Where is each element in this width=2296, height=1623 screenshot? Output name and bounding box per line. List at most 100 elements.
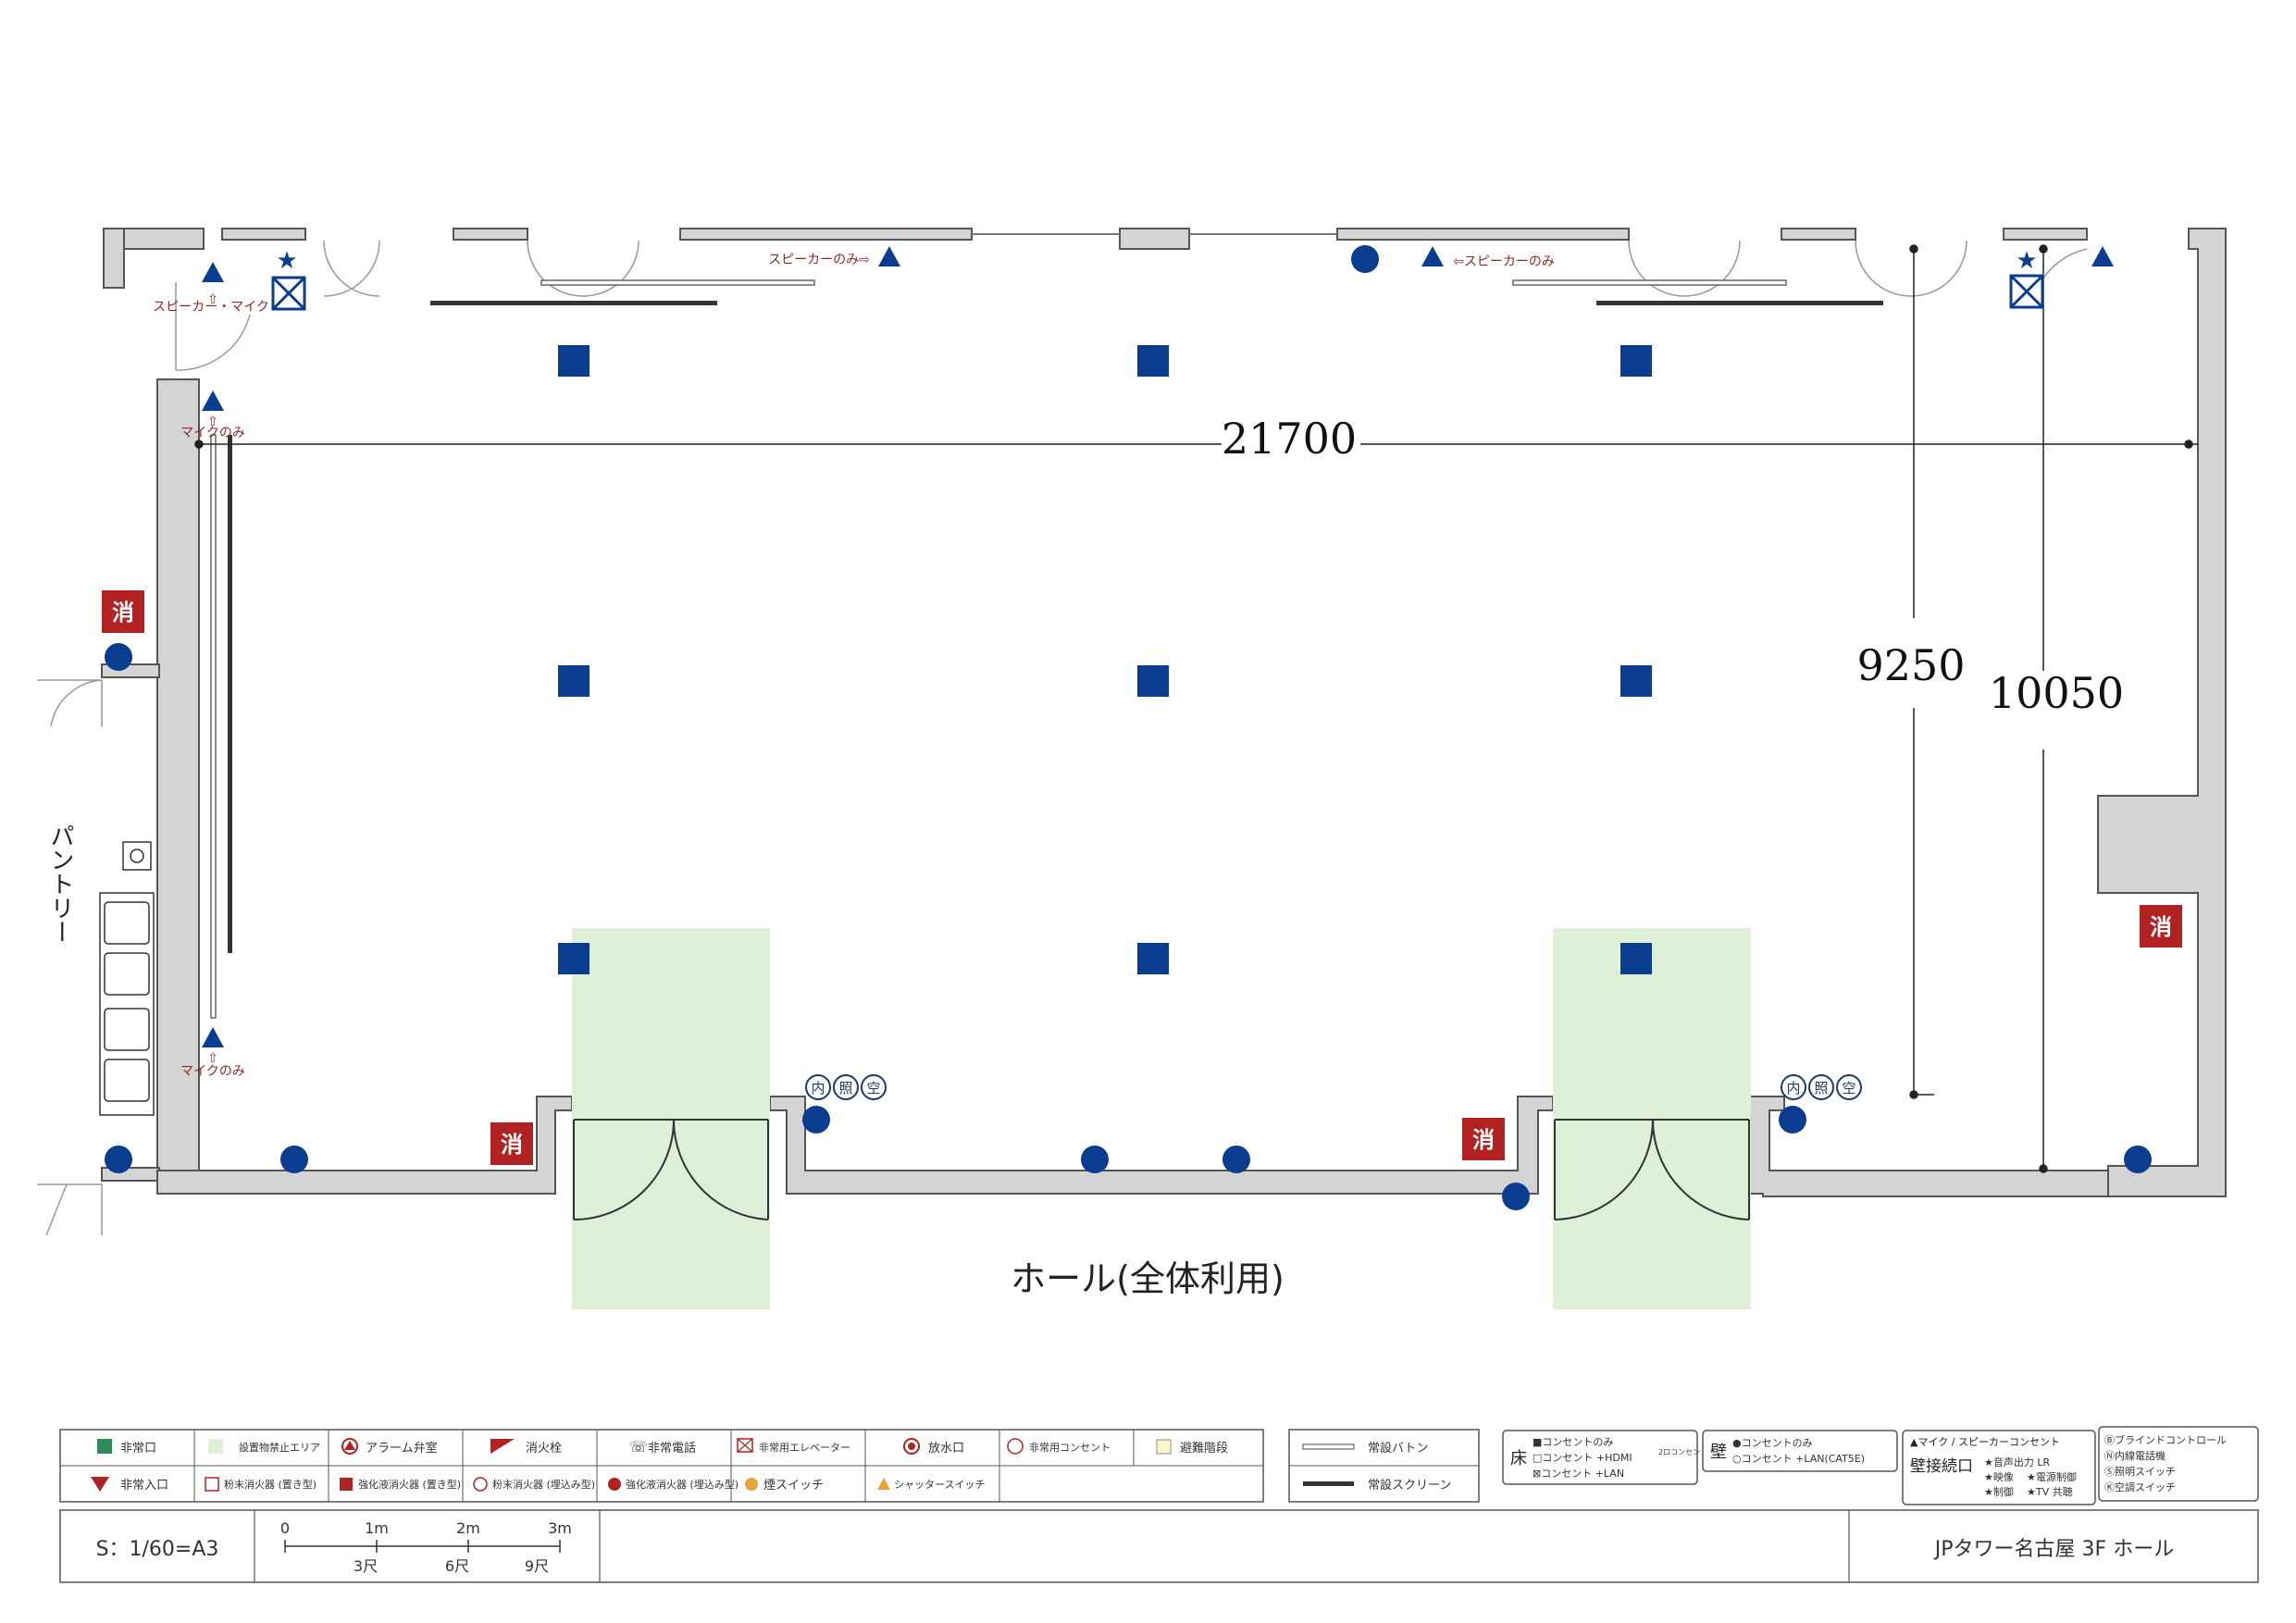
liquid-extinguisher-icon: [340, 1478, 353, 1491]
floor-outlet-icon: [1137, 943, 1169, 974]
speaker-mic-label: スピーカー・マイク: [153, 300, 269, 315]
wall-outlet-icon: [1081, 1146, 1109, 1173]
legend-wall-connect-title: 壁接続口: [1910, 1457, 1973, 1476]
floor-outlet-icon: [558, 345, 590, 377]
svg-text:消: 消: [112, 600, 134, 626]
scale-shaku-label: 3尺: [354, 1557, 378, 1575]
legend-label: 消火栓: [526, 1442, 562, 1456]
wall-outlet-icon: [1222, 1146, 1250, 1173]
legend-label: 放水口: [928, 1442, 964, 1456]
legend-control-item: Ⓑブラインドコントロール: [2104, 1433, 2227, 1446]
floor-outlet-icon: [558, 665, 590, 697]
mic-only-label: マイクのみ: [180, 1064, 245, 1079]
legend-floor: 床 ■コンセントのみ □コンセント +HDMI ⊠コンセント +LAN 2口コン…: [1502, 1430, 1707, 1485]
legend-label: 非常口: [120, 1442, 156, 1456]
legend-wall-connect-item: ★制御: [1984, 1485, 2014, 1498]
walls: [101, 228, 2227, 1197]
legend-floor-item: □コンセント +HDMI: [1533, 1452, 1632, 1464]
wall-outlet-icon: [802, 1106, 830, 1134]
scale-bar: [284, 1540, 561, 1553]
fire-hydrant-icon: [1462, 1118, 1505, 1160]
permanent-baton: [540, 279, 815, 286]
permanent-baton: [1512, 279, 1787, 286]
legend-wall-title: 壁: [1710, 1443, 1727, 1462]
panel-circle: 内: [811, 1080, 825, 1096]
mic-speaker-outlet-icon: [202, 390, 224, 411]
fire-hydrant-icon: [490, 1439, 515, 1454]
mic-only-label: マイクのみ: [180, 426, 245, 440]
control-panel-left: 内 照 空: [805, 1074, 887, 1100]
pantry-label: パントリー: [46, 824, 74, 944]
depth-outer-dimension: 10050: [1989, 668, 2124, 718]
powder-extinguisher-built-in-icon: [473, 1477, 488, 1492]
legend-floor-title: 床: [1510, 1449, 1527, 1468]
permanent-screen: [228, 435, 232, 953]
no-install-area-icon: [208, 1439, 223, 1454]
legend-wall-item: ●コンセントのみ: [1732, 1437, 1813, 1449]
floor-outlets: [558, 345, 1652, 974]
legend-control-item: Ⓢ照明スイッチ: [2104, 1466, 2176, 1478]
speaker-only-label: ⇦スピーカーのみ: [1453, 254, 1555, 269]
permanent-screen: [430, 301, 717, 305]
wall-outlet-icon: [1351, 245, 1379, 273]
wall-outlet-icon: [1502, 1183, 1530, 1210]
fire-hydrant-icon: [2140, 905, 2182, 948]
wall-outlets: [105, 245, 2152, 1210]
legend-wall-connect-item: ★TV 共聴: [2027, 1486, 2073, 1498]
legend-wall-connect-item: ★音声出力 LR: [1984, 1456, 2050, 1468]
wall-outlet-icon: [105, 643, 132, 671]
depth-inner-dimension: 9250: [1856, 640, 1965, 690]
panel-circle: 照: [838, 1080, 852, 1096]
floor-outlet-icon: [1620, 345, 1652, 377]
legend-label: 強化液消火器 (置き型): [358, 1478, 461, 1491]
wall-outlet-icon: [105, 1146, 132, 1173]
permanent-baton: [210, 434, 217, 1019]
smoke-switch-icon: [745, 1478, 758, 1491]
legend-label: 常設スクリーン: [1368, 1478, 1451, 1493]
legend-label: 非常電話: [648, 1441, 696, 1456]
legend-wall-connect-header: ▲マイク / スピーカーコンセント: [1910, 1436, 2060, 1448]
screen-icon: [1303, 1481, 1354, 1486]
legend-baton: 常設バトン 常設スクリーン: [1288, 1429, 1480, 1503]
title-label: JPタワー名古屋 3F ホール: [1933, 1538, 2174, 1561]
arrow-label: ⇧: [207, 292, 218, 307]
wall-outlet-icon: [280, 1146, 308, 1173]
floor-outlet-icon: [1620, 943, 1652, 974]
floor-outlet-icon: [1137, 345, 1169, 377]
wall-connection-boxes: ★ ★: [271, 247, 2044, 311]
legend-wall-connect-item: ★電源制御: [2027, 1470, 2077, 1483]
legend-floor-note: 2口コンセント: [1658, 1448, 1707, 1456]
width-dimension: 21700: [1222, 414, 1357, 464]
legend-floor-item: ⊠コンセント +LAN: [1533, 1468, 1624, 1480]
legend-label: 非常用コンセント: [1029, 1442, 1111, 1454]
liquid-extinguisher-built-in-icon: [608, 1478, 621, 1491]
star-icon: ★: [2016, 247, 2037, 275]
baton-screen-group: [210, 279, 1883, 1019]
legend-floor-item: ■コンセントのみ: [1533, 1436, 1613, 1448]
legend-label: 強化液消火器 (埋込み型): [626, 1478, 738, 1491]
legend-controls: Ⓑブラインドコントロール Ⓝ内線電話機 Ⓢ照明スイッチ Ⓚ空調スイッチ: [2098, 1426, 2259, 1502]
powder-extinguisher-icon: [205, 1477, 219, 1492]
evacuation-stairs-icon: [1156, 1439, 1172, 1455]
scale-tick-label: 3m: [548, 1519, 572, 1537]
legend-label: アラーム弁室: [366, 1441, 438, 1456]
legend-main: ☏ 非常口 設置物禁止エリア アラーム弁室 消火栓 非常電話 非常用エレベーター…: [59, 1429, 1264, 1503]
arrow-label: ⇧: [207, 415, 218, 429]
shutter-switch-icon: [877, 1478, 890, 1490]
scale-shaku-label: 9尺: [525, 1557, 549, 1575]
floor-outlet-icon: [1137, 665, 1169, 697]
star-icon: ★: [276, 247, 297, 275]
legend-label: 常設バトン: [1368, 1441, 1428, 1456]
panel-circle: 空: [1842, 1080, 1855, 1096]
title-block: S：1/60=A3 JPタワー名古屋 3F ホール 0 1m 2m 3m 3尺 …: [59, 1509, 2259, 1583]
svg-text:消: 消: [501, 1132, 523, 1158]
floor-outlet-icon: [1620, 665, 1652, 697]
svg-text:消: 消: [2150, 914, 2172, 940]
svg-text:消: 消: [1472, 1127, 1495, 1153]
arrow-label: ⇧: [207, 1051, 218, 1066]
legend-wall-connect-item: ★映像: [1984, 1471, 2014, 1483]
legend-label: シャッタースイッチ: [894, 1479, 985, 1491]
dimension-lines: [194, 244, 2198, 1173]
control-panel-right: 内 照 空: [1781, 1074, 1862, 1100]
emergency-outlet-icon: [1007, 1438, 1024, 1455]
